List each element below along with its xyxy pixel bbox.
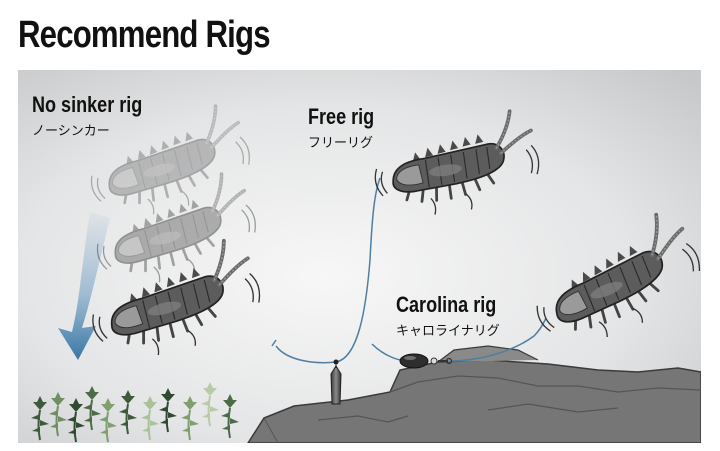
page-title: Recommend Rigs xyxy=(18,14,271,56)
free-rig-ring xyxy=(333,359,339,365)
free-rig-sinker xyxy=(330,364,342,405)
carolina-swivel xyxy=(445,357,453,365)
carolina-bead xyxy=(430,357,438,365)
carolina-bullet-sinker xyxy=(399,353,429,369)
carolina-rig-illustration xyxy=(371,204,701,369)
free-rig-line xyxy=(275,177,381,364)
carolina-rig-name: Carolina rig xyxy=(396,292,497,317)
no-sinker-rig-label: No sinker rig ノーシンカー xyxy=(32,92,166,139)
no-sinker-rig-subtitle: ノーシンカー xyxy=(32,124,110,139)
carolina-leader-line xyxy=(451,317,547,362)
no-sinker-rig-illustration xyxy=(58,99,271,371)
scene-canvas xyxy=(18,70,701,443)
free-rig-illustration xyxy=(271,106,546,405)
free-rig-name: Free rig xyxy=(308,104,375,129)
carolina-rig-subtitle: キャロライナリグ xyxy=(396,324,500,339)
rig-illustration: No sinker rig ノーシンカー Free rig フリーリグ Caro… xyxy=(18,70,701,443)
rock-bed xyxy=(247,345,701,443)
no-sinker-rig-name: No sinker rig xyxy=(32,92,143,117)
free-rig-subtitle: フリーリグ xyxy=(308,136,374,151)
carolina-rig-label: Carolina rig キャロライナリグ xyxy=(396,292,518,339)
free-rig-label: Free rig フリーリグ xyxy=(308,104,389,151)
